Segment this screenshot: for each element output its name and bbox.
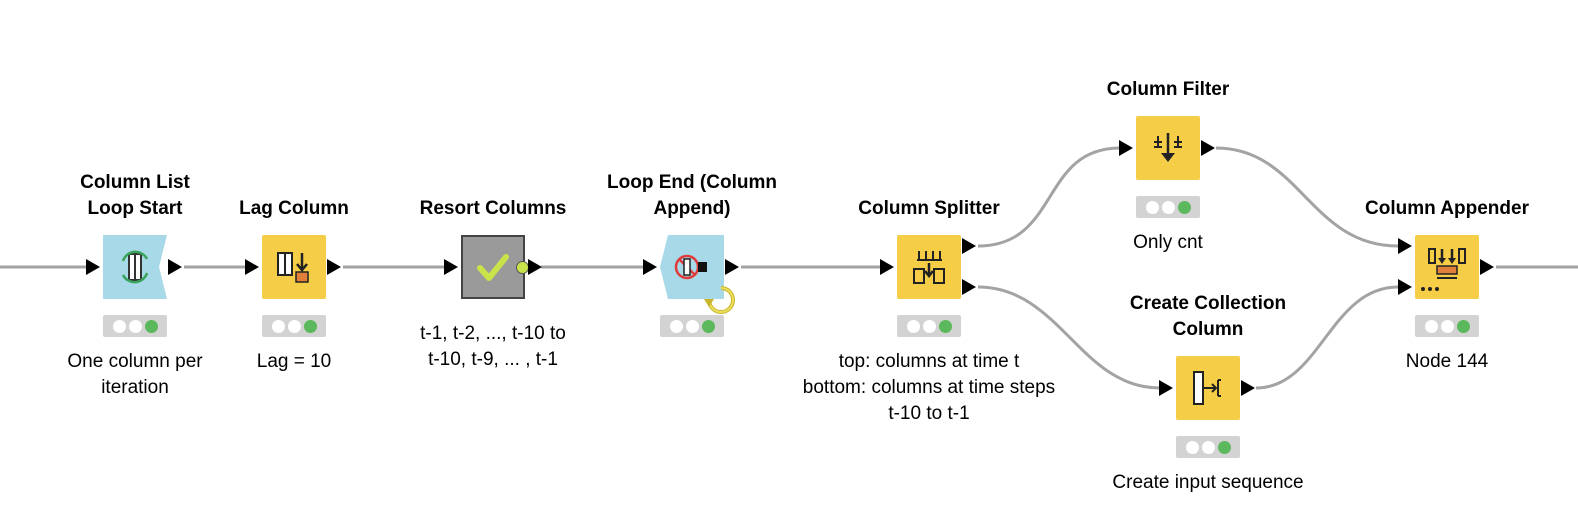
node-column-filter[interactable]: Column Filter Only cnt	[1107, 79, 1229, 253]
input-port[interactable]	[444, 259, 458, 275]
loop-arrow-icon	[704, 283, 738, 322]
loop-end-icon	[660, 235, 724, 299]
node-description[interactable]: Node 144	[1405, 351, 1489, 372]
column-splitter-icon	[897, 235, 961, 299]
node-title: Resort Columns	[419, 198, 567, 219]
input-port[interactable]	[643, 259, 657, 275]
create-collection-icon	[1176, 356, 1240, 420]
node-create-collection-column[interactable]: Create Collection Column Create input se…	[1112, 293, 1303, 493]
column-appender-icon	[1415, 235, 1479, 299]
node-title: Column Appender	[1365, 198, 1529, 219]
node-title: Column Splitter	[858, 198, 1000, 219]
node-description[interactable]: Only cnt	[1133, 232, 1203, 253]
status-lights	[1176, 436, 1240, 458]
node-resort-columns[interactable]: Resort Columns t-1, t-2, ..., t-10 to t-…	[420, 198, 567, 370]
node-title: Column List Loop Start	[80, 172, 190, 219]
output-port[interactable]	[1241, 380, 1255, 396]
column-filter-icon	[1136, 116, 1200, 180]
node-lag-column[interactable]: Lag Column Lag = 10	[239, 198, 349, 372]
output-port[interactable]	[327, 259, 341, 275]
node-column-list-loop-start[interactable]: Column List Loop Start One column per it…	[67, 172, 202, 398]
status-lights	[1136, 196, 1200, 218]
node-title: Create Collection Column	[1129, 293, 1287, 340]
input-port[interactable]	[1159, 380, 1173, 396]
wire-collection-appender	[1255, 285, 1399, 390]
node-description[interactable]: top: columns at time t bottom: columns a…	[802, 351, 1056, 424]
node-title: Loop End (Column Append)	[607, 172, 777, 219]
node-title: Column Filter	[1106, 79, 1230, 100]
input-port[interactable]	[1119, 140, 1133, 156]
input-port-top[interactable]	[1398, 238, 1412, 254]
node-loop-end-column-append[interactable]: Loop End (Column Append)	[607, 172, 777, 337]
output-port[interactable]	[725, 259, 739, 275]
loop-start-icon	[103, 235, 167, 299]
node-column-appender[interactable]: Column Appender Node 144	[1365, 198, 1529, 372]
wire-filter-appender	[1215, 146, 1399, 248]
input-port[interactable]	[245, 259, 259, 275]
node-description[interactable]: One column per iteration	[67, 351, 203, 398]
node-column-splitter[interactable]: Column Splitter top: columns at time t b…	[803, 198, 1055, 424]
status-lights	[262, 315, 326, 337]
node-title: Lag Column	[239, 198, 349, 219]
output-port[interactable]	[1201, 140, 1215, 156]
wire-splitter-collection	[977, 285, 1161, 390]
input-port[interactable]	[880, 259, 894, 275]
output-port[interactable]	[528, 259, 542, 275]
status-lights	[897, 315, 961, 337]
status-lights	[1415, 315, 1479, 337]
output-port[interactable]	[1480, 259, 1494, 275]
output-port-bottom[interactable]	[962, 279, 976, 295]
input-port-bottom[interactable]	[1398, 279, 1412, 295]
output-port[interactable]	[168, 259, 182, 275]
status-lights	[103, 315, 167, 337]
node-description[interactable]: Lag = 10	[256, 351, 332, 372]
wire-splitter-filter	[977, 146, 1121, 248]
input-port[interactable]	[86, 259, 100, 275]
status-lights	[660, 315, 724, 337]
node-description[interactable]: Create input sequence	[1112, 472, 1304, 493]
checkmark-icon	[461, 235, 525, 299]
node-description[interactable]: t-1, t-2, ..., t-10 to t-10, t-9, ... , …	[420, 323, 566, 370]
lag-column-icon	[262, 235, 326, 299]
output-port-top[interactable]	[962, 238, 976, 254]
